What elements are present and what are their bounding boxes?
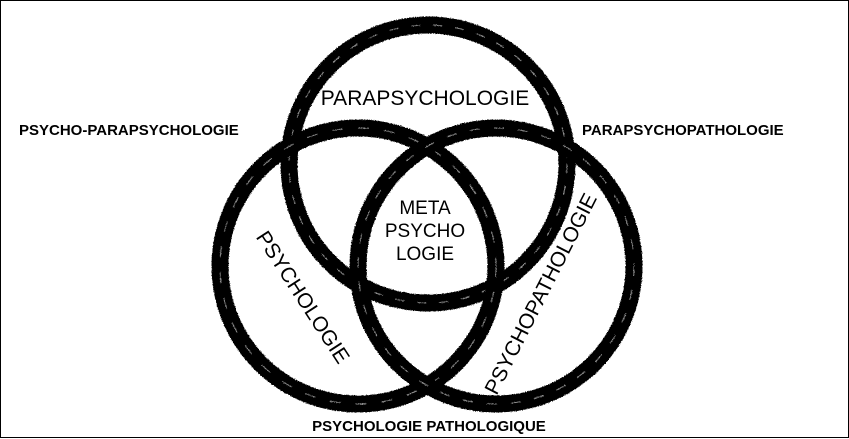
label-metapsychologie: META PSYCHO LOGIE <box>385 198 465 265</box>
circle-psychopathologie <box>349 119 643 413</box>
label-psychologie-pathologique: PSYCHOLOGIE PATHOLOGIQUE <box>312 418 546 435</box>
center-line-3: LOGIE <box>396 244 454 265</box>
label-parapsychopathologie: PARAPSYCHOPATHOLOGIE <box>582 122 784 139</box>
center-line-2: PSYCHO <box>385 221 465 242</box>
label-psychologie: PSYCHOLOGIE <box>251 227 354 368</box>
label-parapsychologie: PARAPSYCHOLOGIE <box>321 87 530 110</box>
center-line-1: META <box>399 198 451 219</box>
circle-psychologie <box>211 119 505 413</box>
circle-parapsychologie <box>280 16 576 312</box>
label-psycho-parapsychologie: PSYCHO-PARAPSYCHOLOGIE <box>19 122 239 139</box>
ring-group <box>211 16 643 413</box>
